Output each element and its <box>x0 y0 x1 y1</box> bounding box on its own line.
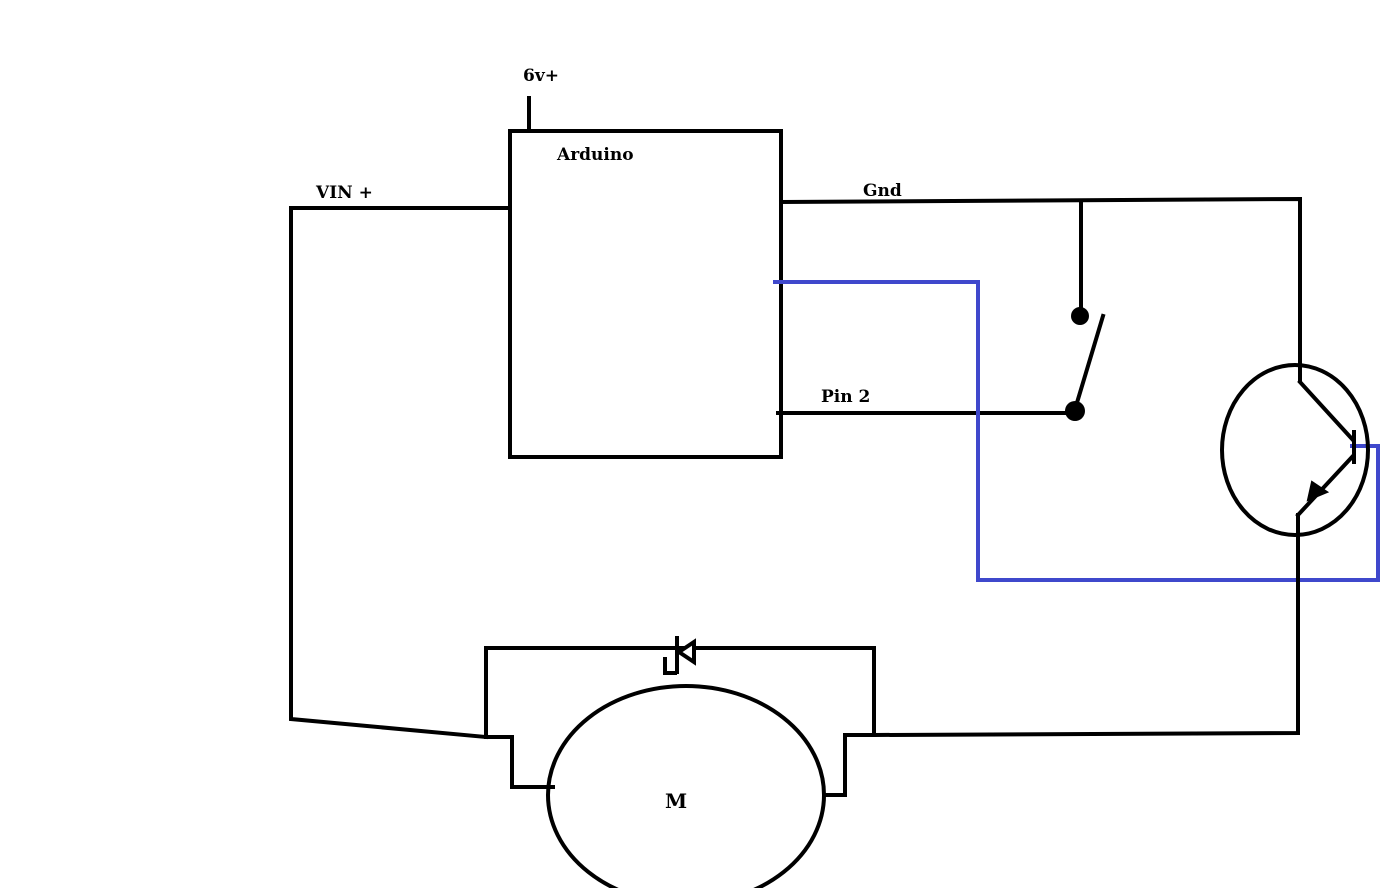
arduino-label: Arduino <box>556 145 634 165</box>
transistor-emitter <box>1295 453 1356 518</box>
motor-label: M <box>665 789 687 813</box>
motor <box>546 684 826 888</box>
signal-wire <box>773 280 1380 582</box>
arduino-board <box>508 129 783 459</box>
transistor-collector <box>1297 379 1356 443</box>
vin-wire <box>289 206 512 740</box>
switch-lever <box>1073 313 1106 409</box>
emitter-arrow-icon <box>1306 480 1330 502</box>
transistor <box>1220 363 1370 537</box>
supply-label: 6v+ <box>523 66 559 86</box>
diode-icon <box>675 638 696 666</box>
motor-right-lead <box>822 733 876 797</box>
flyback-diode-wire <box>484 646 876 739</box>
motor-left-lead <box>484 735 555 789</box>
gnd-wire <box>778 196 1302 382</box>
vin-label: VIN + <box>315 183 373 203</box>
pin2-label: Pin 2 <box>821 387 870 407</box>
motor-return-wire <box>873 513 1300 738</box>
gnd-label: Gnd <box>863 181 902 201</box>
switch-top-contact <box>1071 307 1089 325</box>
